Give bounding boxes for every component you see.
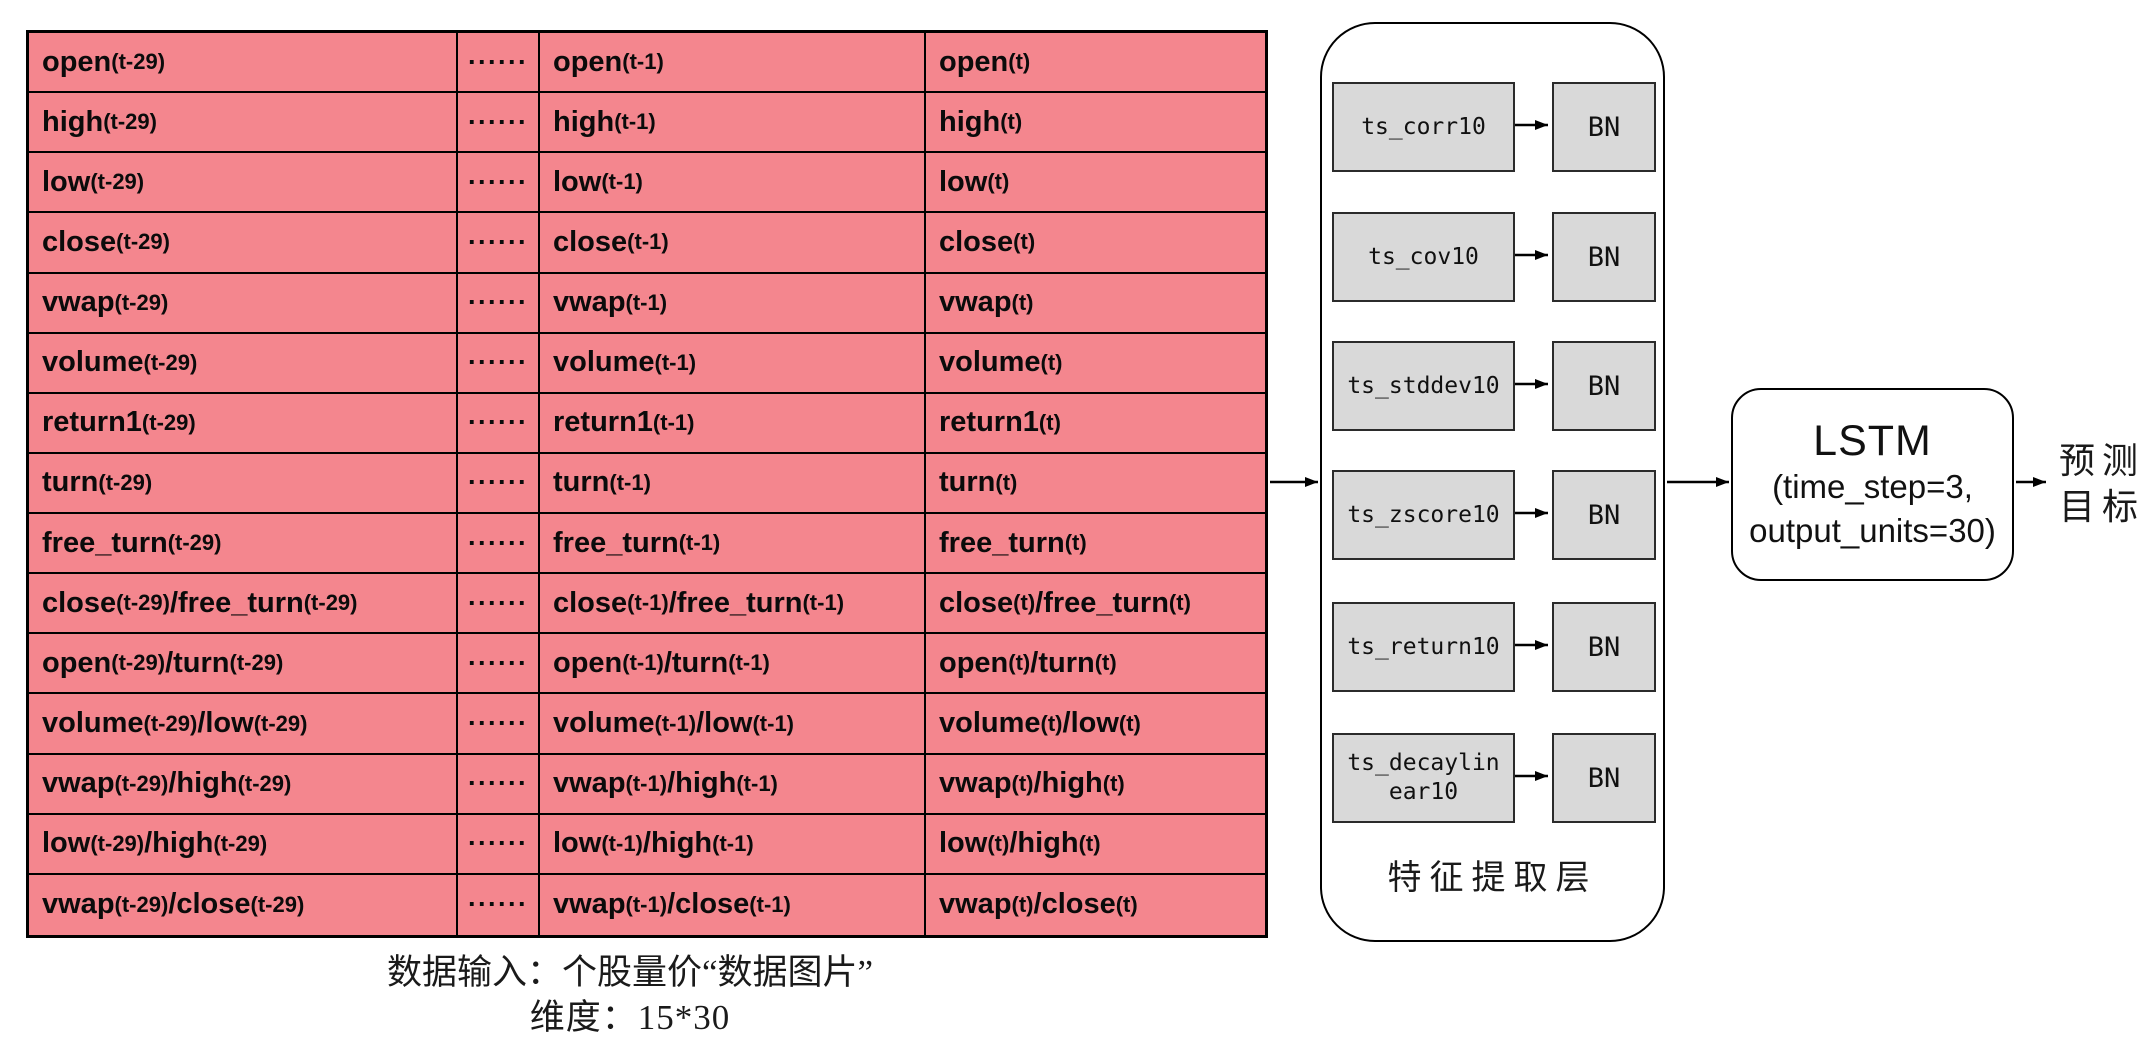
table-cell-dots: ······ (458, 514, 540, 575)
table-cell-t-1: low(t-1) (540, 153, 926, 214)
bn-box: BN (1552, 82, 1656, 172)
table-cell-dots: ······ (458, 153, 540, 214)
bn-box: BN (1552, 212, 1656, 302)
table-cell-t-29: close(t-29) (29, 213, 458, 274)
op-box: ts_return10 (1332, 602, 1515, 692)
table-cell-t: turn(t) (926, 454, 1265, 515)
op-box: ts_cov10 (1332, 212, 1515, 302)
target-line-2: 目标 (2058, 487, 2145, 527)
target-line-1: 预测 (2058, 441, 2145, 481)
prediction-target-label: 预测 目标 (2052, 438, 2148, 530)
table-cell-t-29: vwap(t-29)/close(t-29) (29, 874, 458, 935)
bn-box: BN (1552, 470, 1656, 560)
table-cell-t-1: open(t-1) (540, 33, 926, 94)
table-cell-t: vwap(t)/close(t) (939, 888, 1138, 921)
table-cell-t-29: return1(t-29) (29, 393, 458, 454)
table-cell-dots: ······ (458, 33, 540, 94)
table-cell-t-29: volume(t-29)/low(t-29) (29, 694, 458, 755)
lstm-block: LSTM (time_step=3, output_units=30) (1731, 388, 2014, 581)
table-cell-t-1: open(t-1)/turn(t-1) (540, 634, 926, 695)
table-cell-dots: ······ (458, 574, 540, 635)
table-cell-t-29: vwap(t-29) (29, 273, 458, 334)
table-cell-t-29: low(t-29) (29, 153, 458, 214)
table-cell-t-1: vwap(t-1)/close(t-1) (540, 874, 926, 935)
table-cell-t: close(t)/free_turn(t) (926, 574, 1265, 635)
table-cell-t: volume(t) (926, 334, 1265, 394)
table-cell-dots: ······ (458, 333, 540, 394)
op-box: ts_zscore10 (1332, 470, 1515, 560)
table-cell-dots: ······ (458, 814, 540, 875)
op-box: ts_stddev10 (1332, 341, 1515, 431)
lstm-params: (time_step=3, output_units=30) (1749, 467, 1996, 549)
table-cell-t-1: volume(t-1)/low(t-1) (540, 694, 926, 755)
table-cell-t: vwap(t)/high(t) (926, 755, 1265, 815)
table-cell-t: free_turn(t) (926, 514, 1265, 575)
table-cell-t-1: vwap(t-1)/high(t-1) (540, 754, 926, 815)
table-cell-t-1: close(t-1)/free_turn(t-1) (540, 574, 926, 635)
table-cell-dots: ······ (458, 874, 540, 935)
table-cell-t-1: low(t-1)/high(t-1) (540, 814, 926, 875)
table-cell-t: open(t)/turn(t) (926, 634, 1265, 695)
table-cell-t: low(t)/high(t) (926, 815, 1265, 875)
table-cell-t: volume(t)/low(t) (926, 694, 1265, 755)
table-cell-t-29: volume(t-29) (29, 333, 458, 394)
input-table: open(t-29)······open(t-1)open(t)high(t-2… (26, 30, 1268, 938)
table-cell-t-29: open(t-29) (29, 33, 458, 94)
table-cell-t-1: volume(t-1) (540, 333, 926, 394)
table-cell-dots: ······ (458, 694, 540, 755)
table-cell-t-29: close(t-29)/free_turn(t-29) (29, 574, 458, 635)
table-cell-t-29: low(t-29)/high(t-29) (29, 814, 458, 875)
bn-box: BN (1552, 341, 1656, 431)
table-cell-dots: ······ (458, 93, 540, 154)
table-cell-t: low(t) (926, 153, 1265, 214)
bn-box: BN (1552, 602, 1656, 692)
op-box: ts_decaylin ear10 (1332, 733, 1515, 823)
op-box: ts_corr10 (1332, 82, 1515, 172)
caption-dimension: 维度：15*30 (529, 998, 731, 1037)
table-cell-t-1: close(t-1) (540, 213, 926, 274)
table-cell-t-29: open(t-29)/turn(t-29) (29, 634, 458, 695)
table-cell-dots: ······ (458, 273, 540, 334)
table-cell-t: close(t) (926, 213, 1265, 274)
table-cell-dots: ······ (458, 213, 540, 274)
table-cell-t-29: turn(t-29) (29, 453, 458, 515)
table-cell-t: high(t) (926, 93, 1265, 154)
table-cell-dots: ······ (458, 393, 540, 454)
table-cell-t-29: high(t-29) (29, 93, 458, 154)
table-cell-t-1: return1(t-1) (540, 393, 926, 454)
table-caption: 数据输入：个股量价“数据图片” 维度：15*30 (270, 950, 990, 1040)
caption-data-input: 数据输入：个股量价“数据图片” (386, 953, 874, 992)
table-cell-dots: ······ (458, 634, 540, 695)
table-cell-t-1: vwap(t-1) (540, 273, 926, 334)
bn-box: BN (1552, 733, 1656, 823)
table-cell-t-1: free_turn(t-1) (540, 514, 926, 575)
table-cell-t-29: free_turn(t-29) (29, 514, 458, 575)
table-cell-dots: ······ (458, 754, 540, 815)
lstm-title: LSTM (1813, 416, 1932, 465)
feature-layer-label: 特征提取层 (1387, 860, 1598, 897)
table-cell-t: open(t) (926, 33, 1265, 94)
table-cell-t-29: vwap(t-29)/high(t-29) (29, 754, 458, 815)
table-cell-t-1: high(t-1) (540, 93, 926, 154)
table-cell-t: return1(t) (926, 394, 1265, 454)
table-cell-t-1: turn(t-1) (540, 453, 926, 515)
table-cell-dots: ······ (458, 453, 540, 515)
table-cell-t: vwap(t) (926, 274, 1265, 334)
